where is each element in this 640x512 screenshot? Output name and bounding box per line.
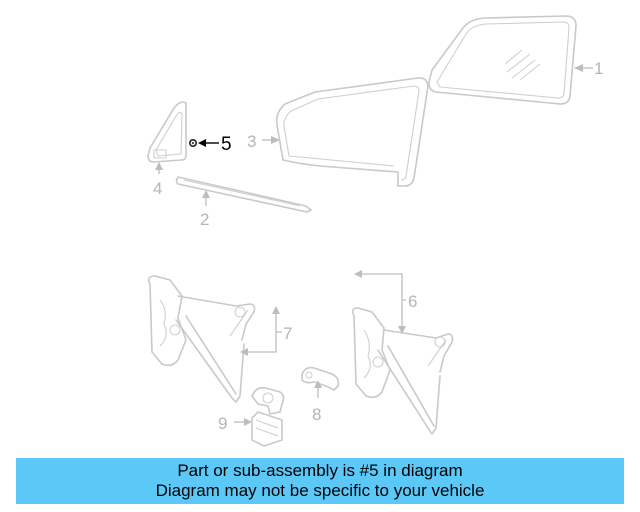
part-5-fastener [189,139,198,148]
callout-number-1: 1 [594,59,603,78]
banner-line-part: Part or sub-assembly is #5 in diagram [177,461,463,480]
part-mirror-bracket [147,101,187,163]
part-run-channel [275,77,429,187]
callout-3: 3 [247,132,280,151]
callout-number-4: 4 [153,179,162,198]
banner-line-disclaimer: Diagram may not be specific to your vehi… [155,481,485,500]
callout-number-8: 8 [312,405,321,424]
part-clip [301,366,340,391]
callout-number-3: 3 [247,132,256,151]
callout-4: 4 [153,162,163,198]
callout-1: 1 [574,59,603,78]
callout-9: 9 [218,414,252,433]
part-window-motor [251,386,285,447]
callout-8: 8 [312,380,322,424]
callout-number-2: 2 [200,210,209,229]
part-left-regulator [148,275,256,403]
part-right-regulator [351,307,454,435]
callout-number-7: 7 [283,324,292,343]
callout-number-9: 9 [218,414,227,433]
part-door-glass [428,15,577,105]
callout-2: 2 [200,190,210,229]
callout-5: 5 [198,134,232,155]
info-banner: Part or sub-assembly is #5 in diagram Di… [16,458,624,504]
callout-7: 7 [240,306,292,356]
part-belt-molding [175,176,312,213]
callout-number-6: 6 [408,292,417,311]
callout-number-5: 5 [221,134,232,155]
callout-6: 6 [354,270,417,334]
